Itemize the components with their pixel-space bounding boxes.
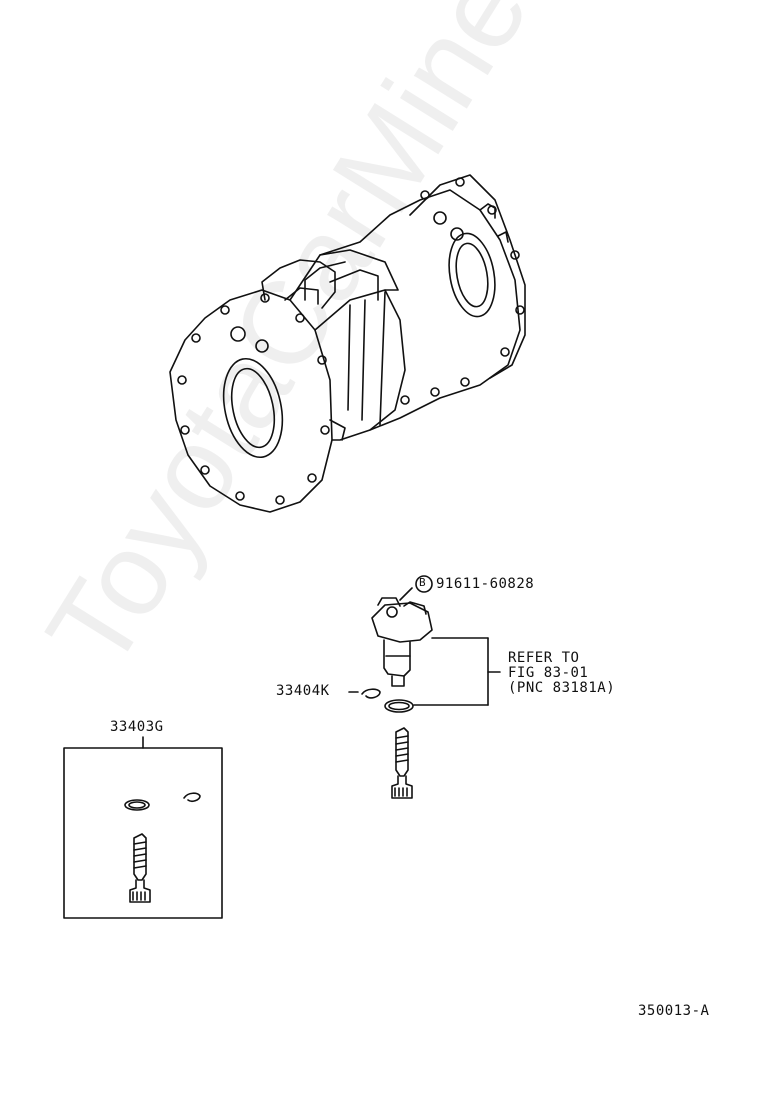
bolt-part-number: 91611-60828 <box>436 576 535 592</box>
refer-text-line2: FIG 83-01 <box>508 665 589 681</box>
bolt-symbol-circle <box>415 575 433 593</box>
clip <box>361 688 381 699</box>
transmission-case <box>169 174 526 513</box>
refer-text-line1: REFER TO <box>508 650 580 666</box>
figure-code: 350013-A <box>638 1003 710 1019</box>
speed-sensor-assembly <box>371 597 433 687</box>
driven-gear <box>391 727 413 799</box>
bolt-symbol-letter: B <box>419 576 426 589</box>
refer-text-line3: (PNC 83181A) <box>508 680 616 696</box>
refer-bracket <box>413 637 501 706</box>
o-ring <box>384 699 414 713</box>
clip-part-number: 33404K <box>276 683 330 699</box>
kit-part-number: 33403G <box>110 719 164 735</box>
kit-box <box>63 736 223 919</box>
